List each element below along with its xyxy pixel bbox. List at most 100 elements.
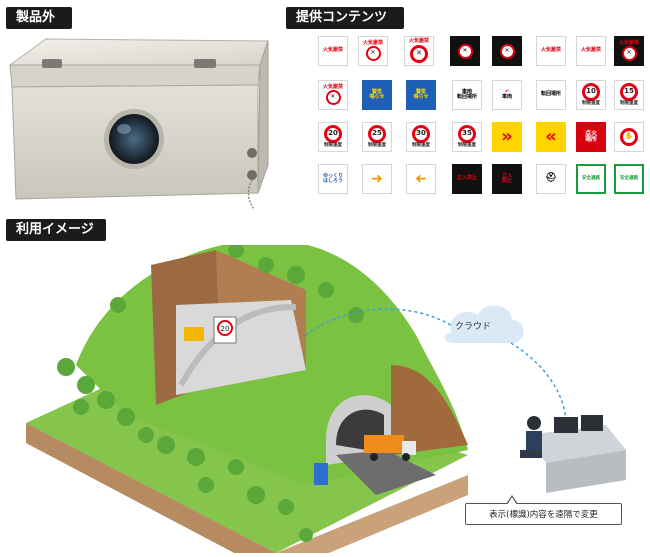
tunnel-site-illustration: 20 [26,245,626,553]
sign-text: 警笛 [415,88,426,95]
sign-fire-ban-dark: 火気厳禁 ✕ [614,36,644,66]
u-turn-icon: ↶ [504,88,510,95]
sign-text: 点火 [584,129,597,137]
sign-workers: ⛑ [536,164,566,194]
sign-text: 制限速度 [458,143,476,149]
product-enclosure-image [8,38,269,210]
sign-text: 制限速度 [368,143,386,149]
sign-text: 火気厳禁 [322,83,343,90]
sign-vehicle-turn: 車両 転回場所 [452,80,482,110]
signage-content-grid: 火気厳禁 火気厳禁 ✕ 火気厳禁 ✕ ✕ ✕ 火気厳禁 火気厳禁 火気厳禁 ✕ … [318,36,646,206]
sign-text: 制限速度 [324,143,342,149]
remote-change-caption: 表示(標識)内容を遠隔で変更 [465,495,622,525]
cloud-label: クラウド [454,322,491,332]
sign-arrow-left: ➜ [406,164,436,194]
sign-text: 制限速度 [412,143,430,149]
sign-text: 制限速度 [620,101,638,107]
tunnel-interior [176,300,306,395]
sign-speed-15: 15 制限速度 [614,80,644,110]
prohibition-icon: ✋ [620,128,638,146]
no-fire-icon: ✕ [365,46,381,62]
cloud-icon [444,305,524,343]
sign-ignition: 点火 場所 [576,122,606,152]
no-fire-icon: ✕ [457,43,473,59]
sign-fire-ban: 火気厳禁 [318,36,348,66]
sign-vehicle-turn-2: ↶ 車両 [492,80,522,110]
sign-text: 車両 [501,94,512,100]
sign-text: ゆっくり [322,172,343,179]
sign-text: はしろう [322,178,343,184]
sign-safe-path-v: 安全通路 [576,164,606,194]
sign-text: 安全通路 [620,175,638,181]
no-fire-icon: ✕ [499,43,515,59]
sign-fire-ban-2: 火気厳禁 ✕ [358,36,388,66]
sign-dark-fire: ✕ [450,36,480,66]
sign-text: 立入 [501,172,512,179]
speed-limit-icon: 10 [582,83,600,102]
sign-careful: ゆっくり はしろう [318,164,348,194]
sign-arrow-right: ➜ [362,164,392,194]
speed-limit-icon: 15 [620,83,638,102]
operator-desk [526,425,626,463]
dump-truck [364,435,404,453]
sign-text: 火気厳禁 [580,47,601,54]
speed-limit-icon: 35 [458,125,476,144]
sign-text: 鳴らせ [369,94,385,100]
section-tag-usage: 利用イメージ [6,219,106,241]
tunnel-sign-number: 20 [221,325,230,333]
no-fire-icon: ✕ [325,90,341,106]
speed-limit-icon: 20 [324,125,342,144]
sign-text: 場所 [584,136,597,143]
sign-text: 制限速度 [582,101,600,107]
sign-no-entry: 立入禁止 [452,164,482,194]
excavator [184,327,204,341]
chevron-left-icon: « [545,125,557,147]
sign-no-entry-v: 立入 禁止 [492,164,522,194]
sign-text: 火気厳禁 [618,39,639,46]
sign-fire-ban-3: 火気厳禁 ✕ [404,36,434,66]
sign-speed-25: 25 制限速度 [362,122,392,152]
road [336,450,436,495]
sign-text: 火気厳禁 [540,47,561,54]
speed-limit-icon: 25 [368,125,386,144]
sign-text: 車両 [461,88,472,95]
trees [57,245,364,542]
section-tag-content: 提供コンテンツ例 [286,7,404,47]
sign-speed-10: 10 制限速度 [576,80,606,110]
no-fire-icon: ✕ [410,44,428,63]
sign-safe-path: 安全通路 [614,164,644,194]
sign-text: 立入禁止 [456,175,477,182]
sign-info: 転回場所 [536,80,566,110]
sign-fire-ban-5: 火気厳禁 [576,36,606,66]
section-tag-product: 製品外観 [6,7,72,47]
speed-limit-icon: 30 [412,125,430,144]
sign-text: 転回場所 [540,91,561,98]
sign-fire-ban-6: 火気厳禁 ✕ [318,80,348,110]
sign-text: 警笛 [371,88,382,95]
arrow-right-icon: ➜ [371,170,383,187]
sign-speed-35: 35 制限速度 [452,122,482,152]
sign-text: 転回場所 [456,94,477,100]
sign-alert-2: 警笛 鳴らせ [406,80,436,110]
operator [527,416,541,430]
sign-text: 鳴らせ [413,94,429,100]
sign-text: 火気厳禁 [408,38,429,45]
no-fire-icon: ✕ [621,46,637,62]
monitor [554,417,578,433]
sign-text: 禁止 [501,178,512,184]
sign-text: 安全通路 [582,175,600,181]
arrow-left-icon: ➜ [415,170,427,187]
sign-dark-fire-2: ✕ [492,36,522,66]
sign-chevron-right: » [492,122,522,152]
office-chair [520,450,542,458]
sign-speed-20: 20 制限速度 [318,122,348,152]
sign-text: 火気厳禁 [362,39,383,46]
sign-fire-ban-4: 火気厳禁 [536,36,566,66]
sign-speed-30: 30 制限速度 [406,122,436,152]
chevron-right-icon: » [501,125,513,147]
portable-toilet [314,463,328,485]
sign-no-touch: ✋ [614,122,644,152]
sign-text: 火気厳禁 [322,47,343,54]
worker-icon: ⛑ [545,173,557,184]
sign-chevron-left: « [536,122,566,152]
